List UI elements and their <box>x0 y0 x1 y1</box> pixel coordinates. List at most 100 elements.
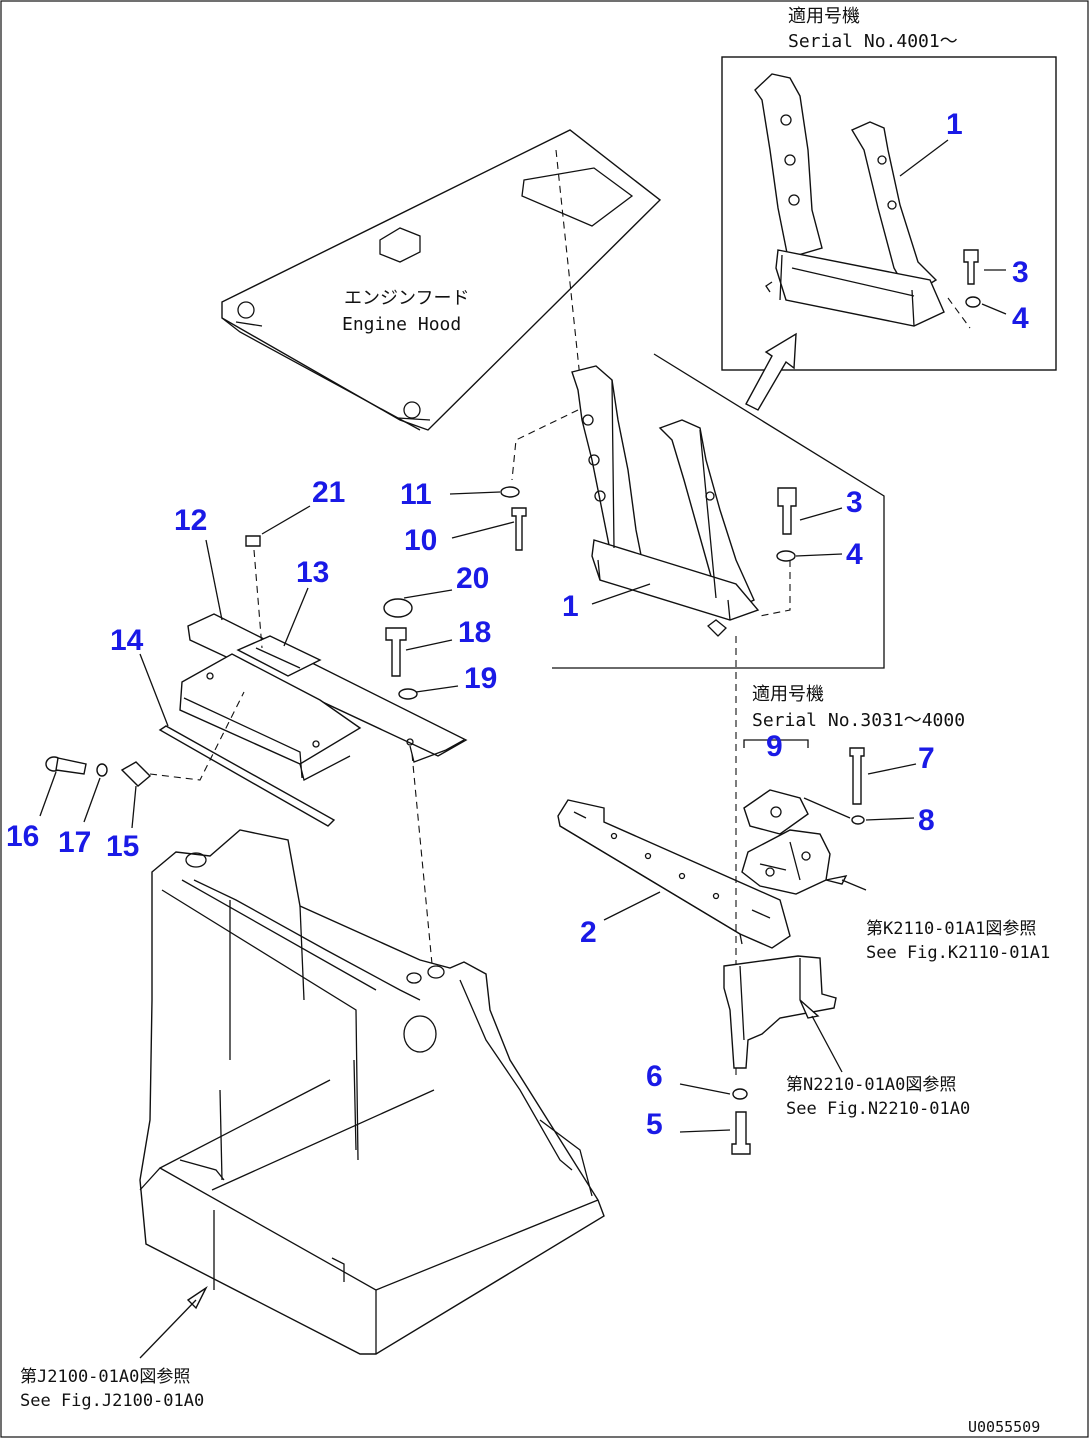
leader-1 <box>591 583 651 605</box>
main-frame <box>571 365 760 637</box>
callout-3: 3 <box>846 486 863 519</box>
leader-15 <box>131 785 137 829</box>
callout-2: 2 <box>580 916 597 949</box>
washer-11 <box>500 486 520 498</box>
leader-5 <box>679 1129 731 1133</box>
callout-15: 15 <box>106 830 139 863</box>
pin21-dash <box>253 549 263 649</box>
callout-4: 4 <box>846 538 863 571</box>
leader-13 <box>283 587 309 647</box>
callout-9: 9 <box>766 730 783 763</box>
leader-16 <box>39 771 57 817</box>
bolt3-dash <box>759 560 791 617</box>
callout-8: 8 <box>918 804 935 837</box>
callout-14: 14 <box>110 624 144 657</box>
leader-12 <box>205 539 223 621</box>
callout-3-inset: 3 <box>1012 256 1029 289</box>
lower-bracket <box>723 955 837 1069</box>
leader-1-inset <box>899 139 949 177</box>
frame-to-bolt10-dash <box>511 409 579 481</box>
washer-6 <box>732 1088 748 1100</box>
leader-11 <box>449 491 501 495</box>
clip15-dash <box>149 691 245 781</box>
callout-10: 10 <box>404 524 437 557</box>
inset-arrow <box>745 332 797 411</box>
engine-hood <box>221 129 662 431</box>
strip-14 <box>158 725 336 827</box>
pin-21 <box>245 535 261 547</box>
leader-19 <box>415 685 459 693</box>
leader-n2210 <box>811 1015 843 1073</box>
callout-21: 21 <box>312 476 345 509</box>
leader-8 <box>865 817 915 821</box>
washer-19 <box>398 688 418 700</box>
pad-9 <box>743 789 809 835</box>
ref-n-jp: 第N2210-01A0図参照 <box>786 1075 956 1095</box>
callout-17: 17 <box>58 826 91 859</box>
bolt-5 <box>731 1111 751 1155</box>
callout-20: 20 <box>456 562 489 595</box>
cover-plate-12 <box>179 613 468 781</box>
inset-serial: Serial No.4001～ <box>788 31 958 52</box>
leader-14 <box>139 653 169 727</box>
callout-18: 18 <box>458 616 491 649</box>
leader-21 <box>261 505 311 535</box>
bolt-18 <box>385 627 407 677</box>
callout-16: 16 <box>6 820 39 853</box>
hood-to-frame-dash <box>555 149 581 379</box>
bolt-10 <box>511 507 527 551</box>
bolt-16 <box>45 756 87 775</box>
cover-13 <box>236 635 322 677</box>
callout-19: 19 <box>464 662 497 695</box>
hood-label-jp: エンジンフード <box>344 288 469 309</box>
inset-frame-bracket <box>754 73 945 327</box>
base-structure <box>139 829 605 1355</box>
mid-title-jp: 適用号機 <box>752 684 824 705</box>
callout-7: 7 <box>918 742 935 775</box>
leader-j2100 <box>139 1299 197 1359</box>
leader-k2110 <box>841 879 867 891</box>
drawing-id: U0055509 <box>968 1418 1040 1436</box>
ref-j-en: See Fig.J2100-01A0 <box>20 1391 204 1411</box>
bracket-9 <box>743 739 809 748</box>
ref-j-jp: 第J2100-01A0図参照 <box>20 1367 190 1387</box>
bolt-7 <box>849 747 865 805</box>
hood-label-en: Engine Hood <box>342 314 461 335</box>
cover-to-base-dash <box>411 753 433 965</box>
ref-k-jp: 第K2110-01A1図参照 <box>866 919 1036 939</box>
callout-4-inset: 4 <box>1012 302 1029 335</box>
leader-2 <box>603 891 661 921</box>
callout-13: 13 <box>296 556 329 589</box>
arrow-to-k2110 <box>825 875 848 885</box>
inset-box <box>721 56 1057 371</box>
leader-7 <box>867 763 917 775</box>
mount-block <box>741 829 831 895</box>
clip-15 <box>120 761 152 787</box>
washer-4 <box>776 550 796 562</box>
washer-8 <box>851 815 865 825</box>
assembly-boundary <box>552 353 885 669</box>
ref-k-en: See Fig.K2110-01A1 <box>866 943 1050 963</box>
callout-11: 11 <box>400 478 432 511</box>
leader-20 <box>403 589 453 599</box>
callout-1-inset: 1 <box>946 108 963 141</box>
cross-member-2 <box>557 799 791 949</box>
mid-serial: Serial No.3031～4000 <box>752 710 965 731</box>
callout-1: 1 <box>562 590 579 623</box>
washer-17 <box>96 763 108 777</box>
leader-6 <box>679 1083 731 1095</box>
leader-3 <box>799 507 843 521</box>
leader-17 <box>83 777 101 823</box>
inset-bolt <box>947 249 981 329</box>
callout-6: 6 <box>646 1060 663 1093</box>
callout-12: 12 <box>174 504 207 537</box>
inset-title-jp: 適用号機 <box>788 6 860 27</box>
cap-20 <box>383 598 413 618</box>
leader-10 <box>451 521 515 539</box>
bolt-3 <box>777 487 797 535</box>
leader-18 <box>405 639 453 651</box>
callout-5: 5 <box>646 1108 663 1141</box>
ref-n-en: See Fig.N2210-01A0 <box>786 1099 970 1119</box>
